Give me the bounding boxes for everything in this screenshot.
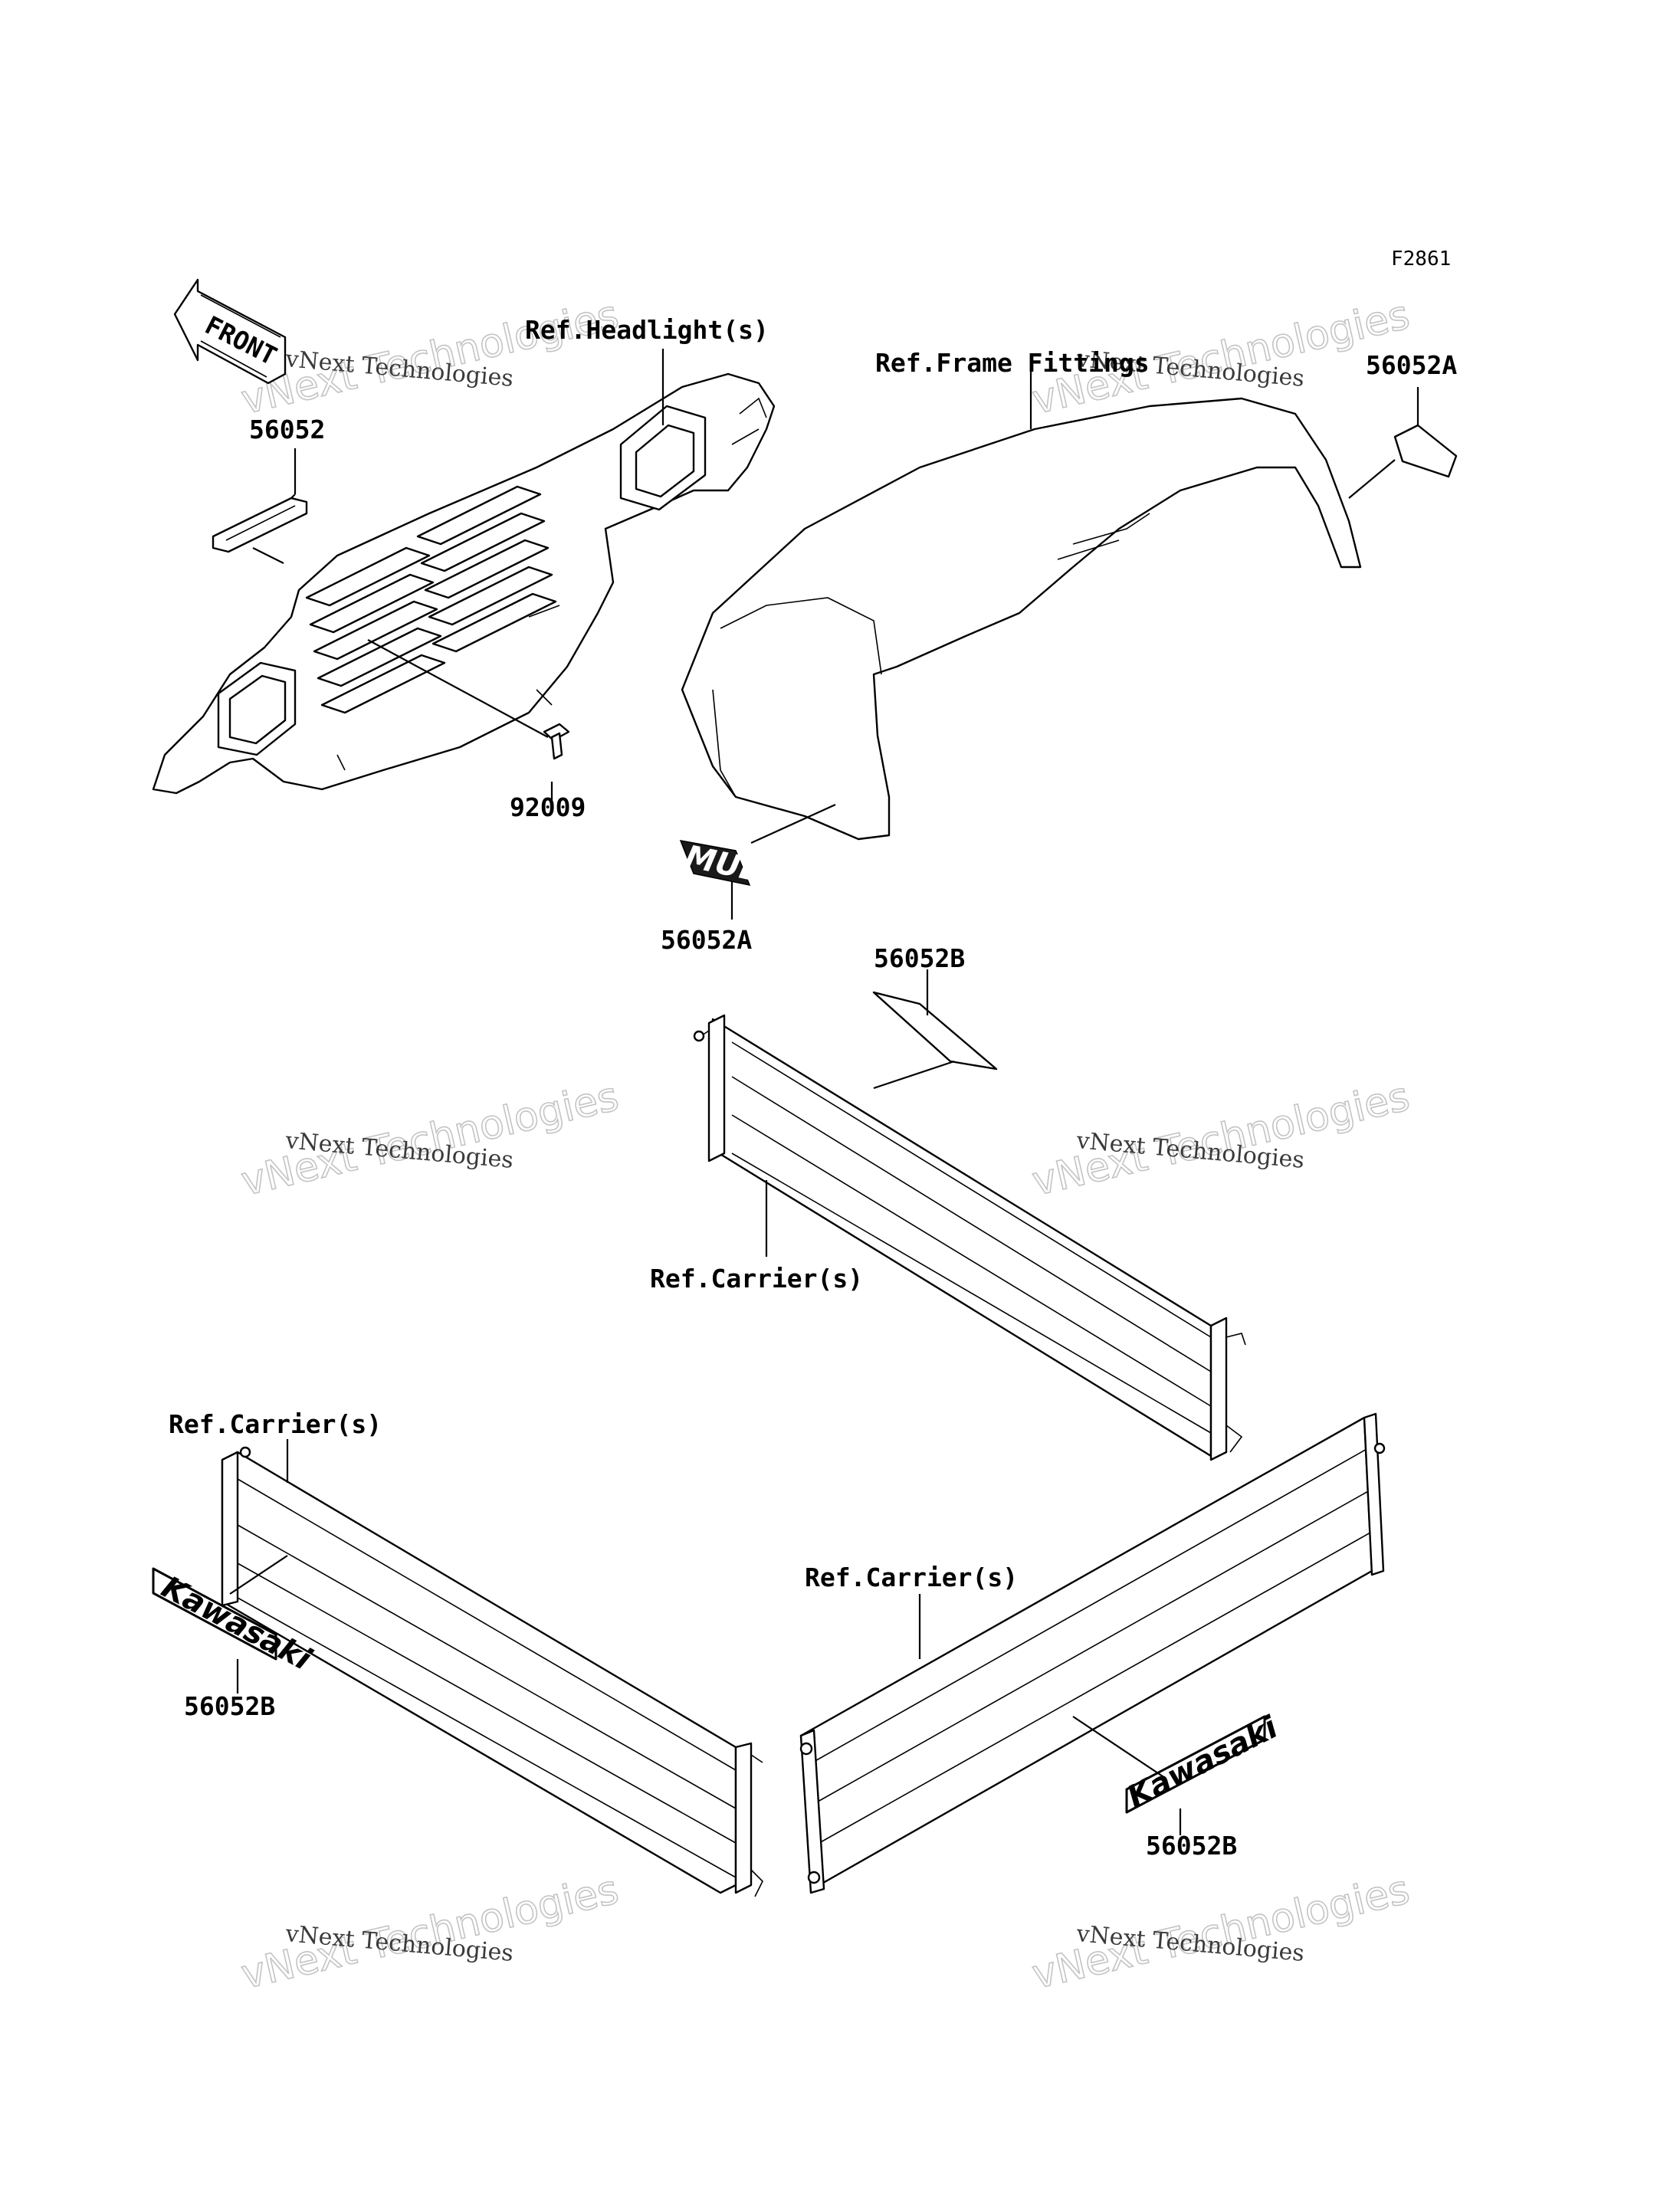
kawasaki-decal-right-text: Kawasaki xyxy=(1122,1710,1285,1815)
callout-part-56052b-left: 56052B xyxy=(184,1691,275,1721)
carrier-top-gate xyxy=(693,1014,1246,1461)
grille-slots xyxy=(305,485,557,714)
frame-fender xyxy=(681,397,1362,841)
kawasaki-decal-right: Kawasaki xyxy=(1122,1710,1285,1815)
callout-ref-headlights: Ref.Headlight(s) xyxy=(525,315,769,345)
callout-part-56052: 56052 xyxy=(249,415,325,444)
decal-56052a-panel xyxy=(1393,424,1458,478)
watermark-top-left: vNext Technologies vNext Technologies xyxy=(237,291,624,424)
carrier-right-gate xyxy=(799,1412,1386,1894)
decal-56052 xyxy=(212,497,308,553)
watermark-mid-left: vNext Technologies vNext Technologies xyxy=(237,1073,624,1205)
callout-part-56052b-top: 56052B xyxy=(874,943,965,973)
front-cowl xyxy=(152,372,776,795)
callout-part-92009: 92009 xyxy=(510,792,586,822)
callout-ref-carrier-top: Ref.Carrier(s) xyxy=(650,1264,863,1294)
watermark-mid-right: vNext Technologies vNext Technologies xyxy=(1028,1073,1415,1205)
watermark-bottom-left: vNext Technologies vNext Technologies xyxy=(237,1866,624,1999)
callout-part-56052a-bottom: 56052A xyxy=(661,925,752,955)
watermark-bottom-right: vNext Technologies vNext Technologies xyxy=(1028,1866,1415,1999)
decal-56052b-top xyxy=(872,991,998,1071)
leader-lines xyxy=(229,349,1419,1835)
figure-code: F2861 xyxy=(1391,248,1451,271)
callout-ref-carrier-left: Ref.Carrier(s) xyxy=(169,1409,382,1439)
carrier-left-gate xyxy=(221,1446,763,1897)
bolt-92009 xyxy=(543,723,570,760)
callout-ref-frame-fittings: Ref.Frame Fittings xyxy=(875,348,1150,378)
callout-part-56052b-right: 56052B xyxy=(1146,1831,1237,1861)
front-direction-arrow: FRONT xyxy=(173,278,287,385)
callout-ref-carrier-right: Ref.Carrier(s) xyxy=(805,1562,1018,1592)
callout-part-56052a-top: 56052A xyxy=(1366,350,1457,380)
